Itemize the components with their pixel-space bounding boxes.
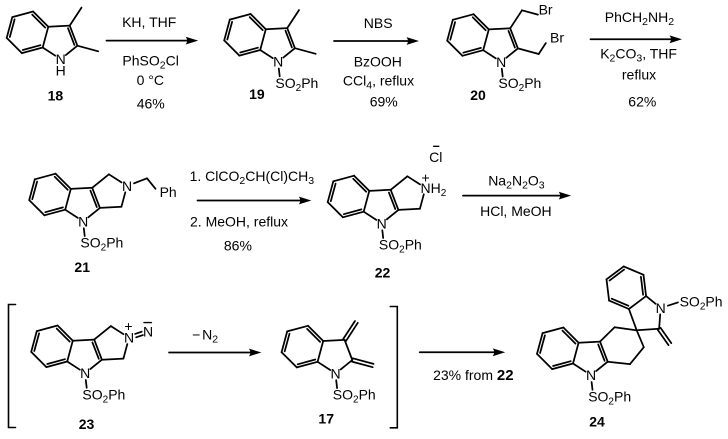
svg-text:SO2​Ph: SO2​Ph [588,388,631,407]
svg-text:18: 18 [48,87,64,103]
svg-text:23% from 22: 23% from 22 [433,367,513,384]
svg-text:HCl, MeOH: HCl, MeOH [480,203,552,219]
svg-text:N: N [656,300,666,316]
svg-text:0 °C: 0 °C [137,72,164,88]
svg-text:SO2​Ph: SO2​Ph [80,235,123,254]
svg-text:21: 21 [74,259,90,275]
svg-text:Br: Br [539,1,553,17]
svg-text:24: 24 [589,413,605,429]
svg-text:22: 22 [375,265,391,281]
svg-text:N: N [273,54,283,70]
svg-text:SO2​Ph: SO2​Ph [379,237,422,256]
svg-text:1. ClCO2​CH(Cl)CH3​: 1. ClCO2​CH(Cl)CH3​ [190,168,315,187]
svg-text:N: N [78,213,88,229]
svg-text:N: N [122,178,132,194]
svg-text:NBS: NBS [364,15,393,31]
svg-text:46%: 46% [137,95,165,111]
svg-text:N: N [80,365,90,381]
svg-text:+: + [124,318,132,334]
svg-text:−N2: −N2 [192,326,218,345]
svg-text:PhCH2​NH2​: PhCH2​NH2​ [605,9,674,28]
svg-text:Na2​N2​O3​: Na2​N2​O3​ [488,173,545,192]
svg-text:Ph: Ph [160,184,177,200]
svg-text:reflux: reflux [622,67,656,83]
svg-text:KH, THF: KH, THF [122,14,176,30]
svg-text:Br: Br [550,30,564,46]
svg-text:62%: 62% [628,94,656,110]
svg-text:Cl: Cl [429,149,442,165]
svg-text:N: N [56,51,66,67]
svg-text:N: N [377,215,387,231]
svg-text:N: N [586,367,596,383]
svg-text:PhSO2​Cl: PhSO2​Cl [122,52,178,71]
svg-text:N: N [331,365,341,381]
svg-text:N: N [143,323,153,339]
svg-text:+: + [422,170,430,186]
svg-text:SO2​Ph: SO2​Ph [275,75,318,94]
svg-text:H: H [56,63,66,79]
svg-text:SO2​Ph: SO2​Ph [82,386,125,405]
svg-text:20: 20 [470,87,486,103]
svg-text:SO2​Ph: SO2​Ph [333,387,376,406]
svg-text:69%: 69% [370,94,398,110]
svg-text:23: 23 [79,416,95,432]
svg-text:N: N [124,330,134,346]
svg-text:BzOOH: BzOOH [354,54,402,70]
svg-text:SO2​Ph: SO2​Ph [498,75,541,94]
svg-text:86%: 86% [224,238,252,254]
svg-text:K2​CO3​, THF: K2​CO3​, THF [600,45,677,64]
svg-text:2. MeOH, reflux: 2. MeOH, reflux [190,214,288,230]
svg-text:19: 19 [249,86,265,102]
svg-text:SO2​Ph: SO2​Ph [680,294,723,313]
svg-text:NH2​: NH2​ [421,180,447,199]
svg-text:N: N [496,54,506,70]
svg-text:CCl4​, reflux: CCl4​, reflux [343,72,414,91]
svg-text:17: 17 [318,410,334,426]
